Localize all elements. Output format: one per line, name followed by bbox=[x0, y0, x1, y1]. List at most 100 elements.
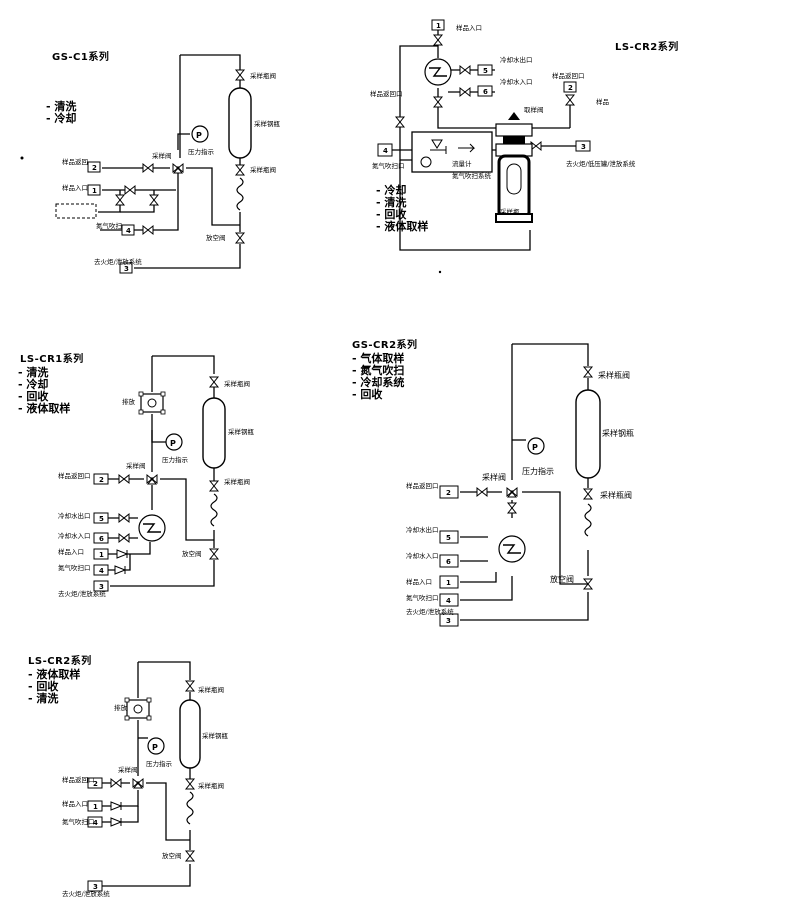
vent-filter bbox=[138, 391, 166, 415]
sample-return-valve[interactable] bbox=[118, 474, 130, 484]
return-valve[interactable] bbox=[395, 116, 405, 128]
port-box bbox=[439, 530, 459, 544]
bottom-valve[interactable] bbox=[209, 480, 219, 492]
label-vessel: 采样钢瓶 bbox=[228, 427, 255, 436]
pipe bbox=[460, 572, 497, 583]
diagram-title: GS-CR2系列 bbox=[352, 338, 418, 351]
pipe bbox=[102, 790, 139, 807]
label-pressure: 压力指示 bbox=[522, 466, 554, 476]
nitrogen-valve[interactable] bbox=[142, 225, 154, 235]
port-box bbox=[439, 575, 459, 589]
port-number: 3 bbox=[99, 583, 104, 591]
top-valve[interactable] bbox=[583, 366, 593, 378]
gauge-p-letter: P bbox=[152, 743, 158, 752]
pipe bbox=[399, 160, 531, 251]
pipe bbox=[110, 560, 215, 587]
drain-valve[interactable] bbox=[149, 194, 159, 206]
cool-in-valve[interactable] bbox=[118, 533, 130, 543]
bottom-valve[interactable] bbox=[185, 778, 195, 790]
sample-out-valve[interactable] bbox=[565, 94, 575, 106]
feature-item: - 清洗 bbox=[46, 99, 76, 113]
drain-valve[interactable] bbox=[115, 194, 125, 206]
feature-item: - 冷却 bbox=[376, 183, 406, 197]
cooling-in-valve[interactable] bbox=[459, 87, 471, 97]
sample-in-check-valve[interactable] bbox=[116, 549, 128, 559]
top-valve[interactable] bbox=[185, 680, 195, 692]
port-box bbox=[377, 143, 393, 157]
sample-cylinder bbox=[575, 389, 601, 479]
sample-return-valve[interactable] bbox=[142, 163, 154, 173]
label-sample-return: 样品返回口 bbox=[58, 471, 91, 480]
label-top-valve: 采样瓶阀 bbox=[198, 685, 224, 694]
flexible-hose bbox=[186, 791, 194, 825]
nitrogen-check-valve[interactable] bbox=[114, 565, 126, 575]
feature-item: - 氮气吹扫 bbox=[352, 363, 404, 377]
diagram-gs-c1: GS-C1系列 - 清洗 - 冷却 P bbox=[20, 50, 281, 274]
label-sampling-valve: 采样阀 bbox=[152, 151, 172, 160]
sampling-valve[interactable] bbox=[506, 487, 518, 498]
label-cool-out: 冷却水出口 bbox=[406, 525, 439, 534]
sampling-valve[interactable] bbox=[172, 163, 184, 174]
label-flowmeter: 流量计 bbox=[452, 159, 472, 168]
label-pressure: 压力指示 bbox=[146, 759, 173, 768]
label-bottom-valve: 采样瓶阀 bbox=[224, 477, 250, 486]
sample-in-check-valve[interactable] bbox=[110, 801, 122, 811]
sample-in-valve[interactable] bbox=[124, 185, 136, 195]
label-vessel: 采样钢瓶 bbox=[202, 731, 229, 740]
cool-out-valve[interactable] bbox=[118, 513, 130, 523]
label-cool-in: 冷却水入口 bbox=[58, 531, 91, 540]
sample-cylinder bbox=[202, 397, 226, 469]
heat-exchanger bbox=[498, 535, 526, 563]
label-top-valve: 采样瓶阀 bbox=[250, 71, 276, 80]
label-sampling-valve: 采样阀 bbox=[482, 472, 506, 482]
nitrogen-check-valve[interactable] bbox=[110, 817, 122, 827]
top-valve[interactable] bbox=[209, 376, 219, 388]
vent-valve[interactable] bbox=[185, 850, 195, 862]
pipe bbox=[522, 491, 588, 585]
sample-in-valve[interactable] bbox=[433, 34, 443, 46]
vent-valve[interactable] bbox=[235, 232, 245, 244]
vent-filter bbox=[124, 697, 152, 721]
gauge-p-letter: P bbox=[170, 439, 176, 448]
sample-return-valve[interactable] bbox=[110, 778, 122, 788]
label-flare: 去火炬/低压罐/泄放系统 bbox=[566, 159, 636, 168]
sample-return-valve[interactable] bbox=[476, 487, 488, 497]
label-vessel: 采样钢瓶 bbox=[254, 119, 281, 128]
feature-item: - 回收 bbox=[18, 389, 48, 403]
feature-item: - 回收 bbox=[352, 387, 382, 401]
sampling-head bbox=[495, 123, 533, 137]
diagram-ls-cr2-bottom: LS-CR2系列 - 液体取样 - 回收 - 清洗 P 2 1 bbox=[28, 654, 229, 898]
sampling-valve[interactable] bbox=[132, 778, 144, 789]
sampling-valve-handle[interactable] bbox=[508, 112, 520, 120]
pipe bbox=[160, 478, 214, 541]
port-number: 1 bbox=[93, 803, 98, 811]
port-number: 3 bbox=[581, 143, 586, 151]
bottom-valve[interactable] bbox=[235, 164, 245, 176]
bottom-valve[interactable] bbox=[583, 488, 593, 500]
port-number: 3 bbox=[93, 883, 98, 891]
label-vent: 排放 bbox=[114, 703, 128, 712]
heat-exchanger bbox=[424, 58, 452, 86]
sampling-valve[interactable] bbox=[146, 474, 158, 485]
port-box bbox=[431, 19, 445, 31]
pipe bbox=[151, 430, 166, 443]
label-nitrogen-in: 氮气吹扫口 bbox=[372, 161, 405, 170]
nitrogen-purge-box bbox=[411, 131, 493, 173]
port-box bbox=[439, 613, 459, 627]
pipe bbox=[186, 167, 240, 226]
top-valve[interactable] bbox=[235, 69, 245, 81]
cooler-outlet-valve[interactable] bbox=[433, 96, 443, 108]
label-cool-out: 冷却水出口 bbox=[58, 511, 91, 520]
label-bottom-valve: 采样瓶阀 bbox=[250, 165, 276, 174]
vent-valve[interactable] bbox=[209, 548, 219, 560]
label-sample-return: 样品返回口 bbox=[62, 775, 95, 784]
label-sample-in: 样品入口 bbox=[406, 577, 432, 586]
diagram-ls-cr2-top: LS-CR2系列 - 冷却 - 清洗 - 回收 - 液体取样 bbox=[370, 19, 678, 274]
cooler-valve[interactable] bbox=[507, 502, 517, 514]
cooling-out-valve[interactable] bbox=[459, 65, 471, 75]
pipe bbox=[180, 54, 241, 72]
label-seal: 样品 bbox=[596, 97, 609, 106]
diagram-title: LS-CR1系列 bbox=[20, 352, 84, 365]
port-box bbox=[93, 564, 109, 576]
